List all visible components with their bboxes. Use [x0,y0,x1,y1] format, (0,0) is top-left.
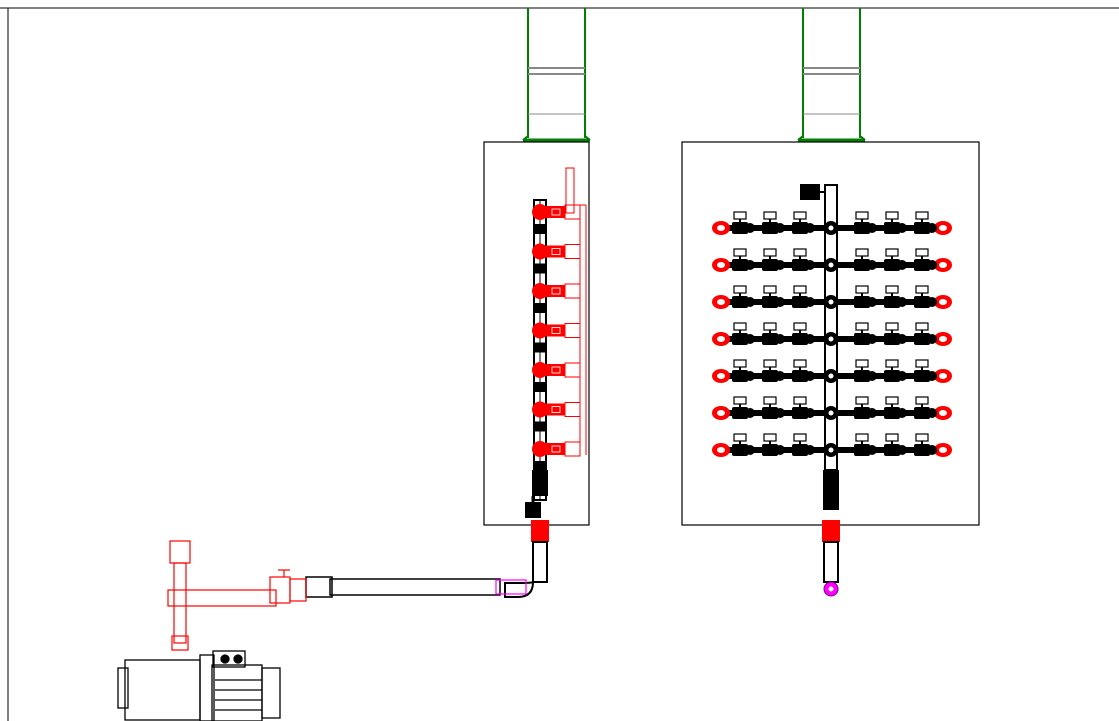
right-manifold-rows [712,211,952,457]
right-cabinet-inlet [822,470,840,597]
manifold-row [712,359,952,383]
left-exhaust-duct [522,8,591,142]
drawing-frame [0,7,1119,721]
left-valve [532,441,581,471]
left-valve [532,204,581,234]
pump-discharge-assembly [167,540,307,651]
left-bypass-tube [565,167,587,455]
right-exhaust-duct [797,8,866,142]
left-valve [532,362,581,392]
pump-motor [117,650,281,721]
left-valve [532,322,581,353]
left-valve [532,401,581,432]
manifold-row [712,396,952,420]
supply-pipe [305,576,527,598]
left-manifold-valves [532,204,581,471]
left-cabinet-inlet [504,470,549,598]
left-valve [532,283,581,313]
manifold-row [712,433,952,457]
manifold-row [712,285,952,309]
manifold-row [712,322,952,346]
manifold-row [712,211,952,235]
manifold-row [712,248,952,272]
left-valve [532,243,581,274]
